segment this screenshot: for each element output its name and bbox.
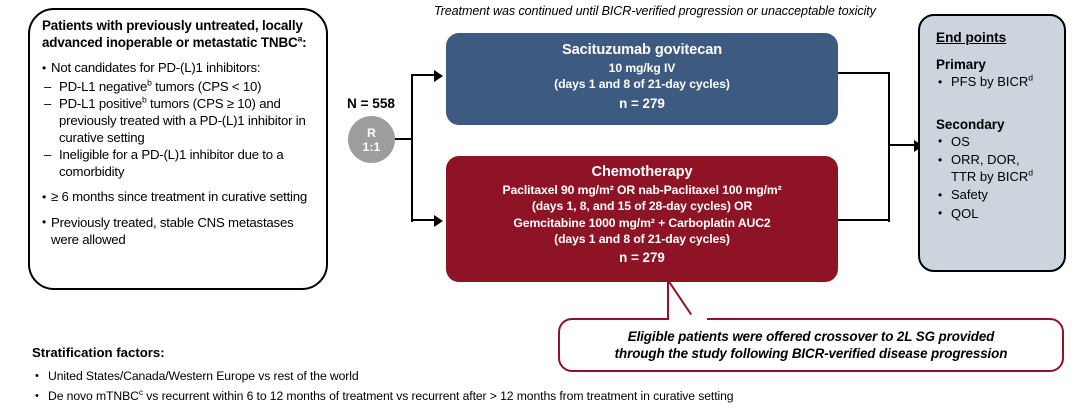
arm-sample-size: n = 279 bbox=[619, 250, 665, 266]
arm-title: Chemotherapy bbox=[591, 164, 693, 180]
list-item: Safety bbox=[936, 187, 1056, 204]
arm-detail-line: 10 mg/kg IV bbox=[608, 61, 676, 75]
endpoints-title: End points bbox=[936, 30, 1007, 45]
list-item: PFS by BICRd bbox=[936, 72, 1056, 91]
crossover-text: Eligible patients were offered crossover… bbox=[614, 328, 1008, 362]
randomization-ratio: 1:1 bbox=[362, 139, 381, 154]
connector-randomization-vertical bbox=[411, 74, 414, 222]
arm-detail-line: Gemcitabine 1000 mg/m² + Carboplatin AUC… bbox=[513, 215, 771, 230]
list-item: PD-L1 negativeb tumors (CPS < 10) bbox=[42, 77, 316, 96]
footnote-marker-d: d bbox=[1028, 167, 1034, 178]
stratification-factors-section: Stratification factors: United States/Ca… bbox=[32, 345, 912, 406]
list-item-continuation: TTR by BICRd bbox=[951, 167, 1034, 184]
list-item: De novo mTNBCc vs recurrent within 6 to … bbox=[32, 386, 912, 406]
eligibility-criteria-box: Patients with previously untreated, loca… bbox=[28, 8, 328, 290]
list-item: QOL bbox=[936, 205, 1056, 223]
footnote-marker-d: d bbox=[1028, 72, 1034, 83]
list-item: Previously treated, stable CNS metastase… bbox=[42, 214, 316, 248]
list-item: ORR, DOR, bbox=[936, 152, 1056, 169]
arm-sample-size: n = 279 bbox=[619, 95, 665, 111]
arm-detail-line: (days 1, 8, and 15 of 28-day cycles) OR bbox=[531, 199, 753, 214]
connector-chemo-to-endpoints bbox=[838, 219, 890, 222]
list-item: PD-L1 positiveb tumors (CPS ≥ 10) and pr… bbox=[42, 96, 316, 146]
crossover-connector-vertical bbox=[667, 282, 670, 318]
connector-merge-vertical bbox=[888, 72, 891, 222]
arrow-right-icon bbox=[434, 69, 443, 82]
arm-detail-line: Paclitaxel 90 mg/m² OR nab-Paclitaxel 10… bbox=[502, 183, 782, 197]
footnote-marker-b: b bbox=[147, 77, 152, 88]
endpoints-panel: End points Primary PFS by BICRd Secondar… bbox=[918, 14, 1066, 272]
treatment-duration-note: Treatment was continued until BICR-verif… bbox=[434, 4, 876, 18]
list-item: Ineligible for a PD-(L)1 inhibitor due t… bbox=[42, 147, 316, 180]
list-item: OS bbox=[936, 133, 1056, 151]
connector-to-sg-arm bbox=[411, 74, 436, 77]
total-enrollment-label: N = 558 bbox=[347, 96, 395, 111]
arrow-right-icon bbox=[434, 214, 443, 227]
list-item: Not candidates for PD-(L)1 inhibitors: bbox=[42, 60, 316, 77]
randomization-node: R 1:1 bbox=[348, 116, 395, 163]
treatment-arm-sacituzumab-govitecan: Sacituzumab govitecan 10 mg/kg IV (days … bbox=[446, 33, 838, 125]
footnote-marker-c: c bbox=[138, 386, 144, 397]
footnote-marker-a: a bbox=[297, 33, 303, 44]
endpoints-secondary-label: Secondary bbox=[936, 116, 1005, 132]
connector-to-chemo-arm bbox=[411, 219, 436, 222]
crossover-connector-diagonal bbox=[668, 280, 693, 316]
footnote-marker-b: b bbox=[141, 94, 147, 105]
endpoints-primary-label: Primary bbox=[936, 57, 986, 72]
list-item: ≥ 6 months since treatment in curative s… bbox=[42, 189, 316, 206]
eligibility-list: Not candidates for PD-(L)1 inhibitors: P… bbox=[42, 60, 316, 248]
arm-detail-line: (days 1 and 8 of 21-day cycles) bbox=[554, 77, 730, 92]
randomization-letter: R bbox=[367, 125, 376, 140]
arm-detail-line: (days 1 and 8 of 21-day cycles) bbox=[554, 231, 730, 246]
crossover-notch-mask bbox=[669, 316, 707, 323]
stratification-title: Stratification factors: bbox=[32, 345, 165, 360]
list-item: United States/Canada/Western Europe vs r… bbox=[32, 366, 912, 386]
connector-sg-to-endpoints bbox=[838, 72, 890, 75]
treatment-arm-chemotherapy: Chemotherapy Paclitaxel 90 mg/m² OR nab-… bbox=[446, 156, 838, 282]
arm-title: Sacituzumab govitecan bbox=[561, 42, 723, 58]
connector-endpoints-stem bbox=[888, 144, 916, 147]
eligibility-title: Patients with previously untreated, loca… bbox=[42, 18, 307, 50]
connector-randomization-stem bbox=[395, 138, 413, 141]
